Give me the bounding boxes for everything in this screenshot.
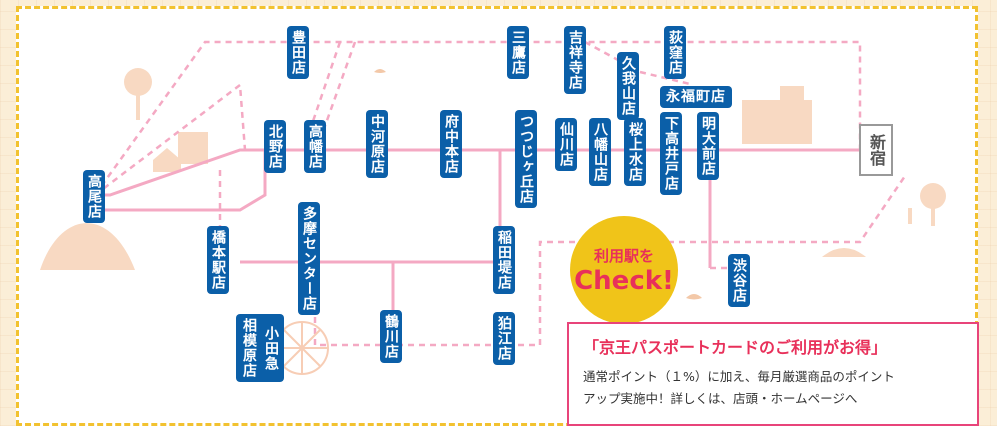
station-kugayama[interactable]: 久我山店 [617, 52, 639, 120]
station-kichijoji[interactable]: 吉祥寺店 [564, 26, 586, 94]
station-nakagawara[interactable]: 中河原店 [366, 110, 388, 178]
station-meidaimae[interactable]: 明大前店 [697, 112, 719, 180]
station-hashimoto[interactable]: 橋本駅店 [207, 226, 229, 294]
station-hachimanyama[interactable]: 八幡山店 [589, 118, 611, 186]
badge-line-2: Check! [574, 265, 674, 296]
station-mitaka[interactable]: 三鷹店 [507, 26, 529, 79]
station-komae[interactable]: 狛江店 [493, 312, 515, 365]
station-shibuya[interactable]: 渋谷店 [728, 254, 750, 307]
odakyu-sagamihara-label-1: 小田急 [263, 325, 279, 371]
station-odakyu-sagamihara[interactable]: 小田急 相模原店 [236, 314, 284, 382]
check-badge: 利用駅を Check! [570, 216, 678, 324]
station-tsurukawa[interactable]: 鶴川店 [380, 310, 402, 363]
ferris-wheel [275, 321, 329, 375]
badge-line-1: 利用駅を [593, 246, 654, 265]
station-takao[interactable]: 高尾店 [83, 170, 105, 223]
info-line-2: アップ実施中！詳しくは、店頭・ホームページへ [583, 391, 858, 406]
station-takahata[interactable]: 高幡店 [304, 120, 326, 173]
odakyu-sagamihara-label-2: 相模原店 [241, 318, 257, 378]
scenery [40, 68, 946, 270]
station-shimotakaido[interactable]: 下高井戸店 [660, 112, 682, 195]
birds [374, 69, 702, 300]
station-eifukucho[interactable]: 永福町店 [660, 86, 732, 108]
info-box: 「京王パスポートカードのご利用がお得」 通常ポイント（１%）に加え、毎月厳選商品… [567, 322, 979, 426]
station-ogikubo[interactable]: 荻窪店 [664, 26, 686, 79]
station-kitano[interactable]: 北野店 [264, 120, 286, 173]
station-fuchuhon[interactable]: 府中本店 [440, 110, 462, 178]
station-sengawa[interactable]: 仙川店 [555, 118, 577, 171]
info-line-1: 通常ポイント（１%）に加え、毎月厳選商品のポイント [583, 369, 895, 384]
station-shinjuku[interactable]: 新宿 [859, 124, 893, 176]
station-tsutsujigaoka[interactable]: つつじヶ丘店 [515, 110, 537, 208]
station-sakurajosui[interactable]: 桜上水店 [624, 118, 646, 186]
info-title: 「京王パスポートカードのご利用がお得」 [583, 338, 888, 357]
station-toyoda[interactable]: 豊田店 [287, 26, 309, 79]
info-body: 通常ポイント（１%）に加え、毎月厳選商品のポイント アップ実施中！詳しくは、店頭… [583, 366, 963, 410]
station-inadazutsumi[interactable]: 稲田堤店 [493, 226, 515, 294]
station-tama-center[interactable]: 多摩センター店 [298, 202, 320, 315]
